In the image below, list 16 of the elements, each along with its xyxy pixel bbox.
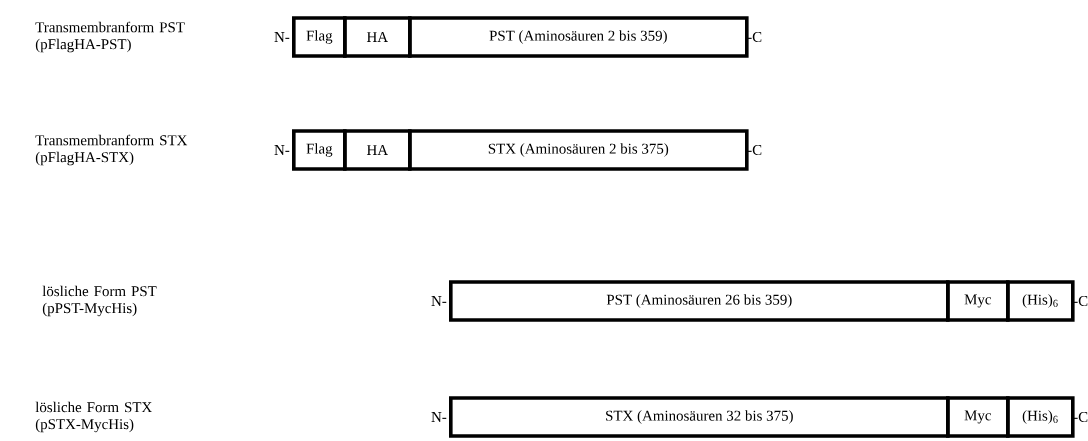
domain-box: PST (Aminosäuren 2 bis 359) — [408, 16, 749, 58]
domain-box: HA — [343, 16, 412, 58]
domain-box: Flag — [292, 129, 347, 171]
domain-box: Myc — [946, 280, 1010, 322]
domain-box: HA — [343, 129, 412, 171]
domain-box: STX (Aminosäuren 32 bis 375) — [449, 396, 950, 438]
construct-label: Transmembranform PST (pFlagHA-PST) — [35, 21, 185, 53]
construct-label: lösliche Form PST (pPST-MycHis) — [42, 285, 157, 317]
construct-label: Transmembranform STX (pFlagHA-STX) — [35, 134, 188, 166]
domain-box: (His)$_{6}$ — [1006, 280, 1075, 322]
domain-box: Myc — [946, 396, 1010, 438]
domain-box: PST (Aminosäuren 26 bis 359) — [449, 280, 950, 322]
domain-box: (His)$_{6}$ — [1006, 396, 1075, 438]
domain-box: Flag — [292, 16, 347, 58]
construct-label: lösliche Form STX (pSTX-MycHis) — [35, 401, 152, 433]
domain-box: STX (Aminosäuren 2 bis 375) — [408, 129, 749, 171]
